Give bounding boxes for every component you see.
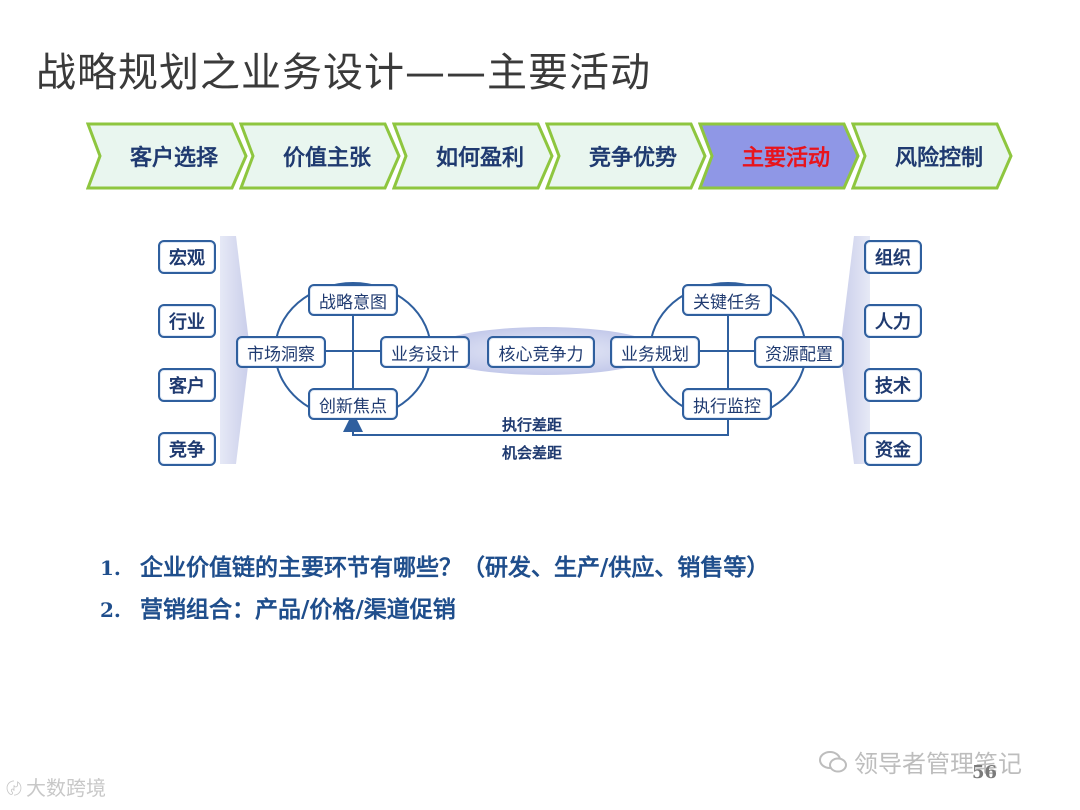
list-text: 营销组合：产品/价格/渠道促销 [140, 597, 456, 623]
factor-human-resources: 人力 [864, 304, 922, 338]
box-execution-monitoring: 执行监控 [682, 388, 772, 420]
feedback-arrow [343, 412, 729, 436]
page-number: 56 [972, 762, 998, 783]
watermark-left-text: 大数跨境 [26, 776, 107, 800]
box-market-insight: 市场洞察 [236, 336, 326, 368]
tab-chevron-shape [851, 122, 1013, 190]
tab-customer-selection[interactable]: 客户选择 [86, 122, 248, 190]
box-strategic-intent: 战略意图 [308, 284, 398, 316]
label-execution-gap: 执行差距 [502, 416, 563, 434]
tab-label: 如何盈利 [435, 146, 524, 171]
watermark-right-text: 领导者管理笔记 [854, 750, 1022, 778]
tab-label: 客户选择 [129, 146, 218, 171]
factor-capital: 资金 [864, 432, 922, 466]
box-business-design: 业务设计 [380, 336, 470, 368]
list-item: 1. 企业价值链的主要环节有哪些？（研发、生产/供应、销售等） [100, 548, 769, 590]
list-number: 1. [100, 556, 121, 580]
list-item: 2. 营销组合：产品/价格/渠道促销 [100, 590, 769, 632]
list-text: 企业价值链的主要环节有哪些？（研发、生产/供应、销售等） [140, 555, 770, 581]
tab-label: 竞争优势 [588, 146, 677, 171]
watermark-logo-icon: 〄 [6, 778, 23, 798]
tab-chevron-shape [698, 122, 860, 190]
page-title: 战略规划之业务设计——主要活动 [36, 50, 651, 96]
factor-industry: 行业 [158, 304, 216, 338]
tab-chevron-shape [86, 122, 248, 190]
tab-chevron-shape [545, 122, 707, 190]
factor-customer: 客户 [158, 368, 216, 402]
tab-competitive-advantage[interactable]: 竞争优势 [545, 122, 707, 190]
tab-profit-model[interactable]: 如何盈利 [392, 122, 554, 190]
tab-label: 主要活动 [741, 146, 830, 171]
left-funnel-shape [220, 236, 250, 464]
box-resource-allocation: 资源配置 [754, 336, 844, 368]
factor-organization: 组织 [864, 240, 922, 274]
factor-macro: 宏观 [158, 240, 216, 274]
tab-chevron-shape [239, 122, 401, 190]
list-number: 2. [100, 598, 121, 622]
watermark-left: 〄 大数跨境 [6, 772, 106, 801]
box-innovation-focus: 创新焦点 [308, 388, 398, 420]
tab-key-activities[interactable]: 主要活动 [698, 122, 860, 190]
tab-risk-control[interactable]: 风险控制 [851, 122, 1013, 190]
tab-value-proposition[interactable]: 价值主张 [239, 122, 401, 190]
tab-chevron-shape [392, 122, 554, 190]
box-business-planning: 业务规划 [610, 336, 700, 368]
box-key-tasks: 关键任务 [682, 284, 772, 316]
tab-label: 风险控制 [894, 146, 983, 171]
tab-label: 价值主张 [282, 146, 371, 171]
business-design-diagram: 宏观 行业 客户 竞争 组织 人力 技术 资金 战略意图 市场洞察 业务设计 创… [150, 232, 940, 472]
process-tabs: 客户选择 价值主张 如何盈利 竞争优势 主要活动 风险控制 [86, 122, 1016, 190]
question-list: 1. 企业价值链的主要环节有哪些？（研发、生产/供应、销售等） 2. 营销组合：… [100, 548, 769, 632]
box-core-competence: 核心竞争力 [487, 336, 595, 368]
right-funnel-shape [840, 236, 870, 464]
factor-competition: 竞争 [158, 432, 216, 466]
wechat-icon [819, 750, 847, 772]
factor-technology: 技术 [864, 368, 922, 402]
watermark-right: 领导者管理笔记 [818, 744, 1022, 779]
label-opportunity-gap: 机会差距 [502, 444, 563, 462]
